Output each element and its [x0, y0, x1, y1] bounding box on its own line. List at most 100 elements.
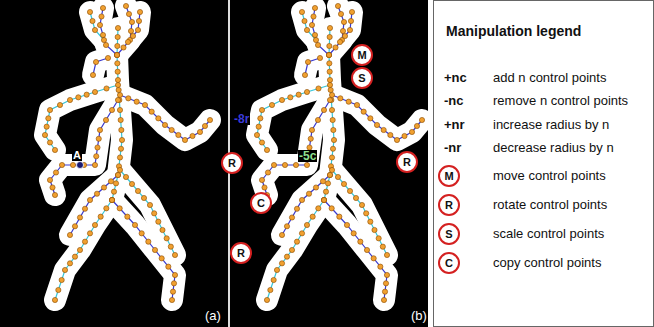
skeleton-line — [70, 175, 118, 235]
skeleton-line — [120, 170, 175, 255]
control-point — [309, 127, 314, 132]
control-point — [169, 127, 174, 132]
control-point — [164, 236, 169, 241]
control-point — [125, 39, 130, 44]
control-point — [347, 27, 352, 32]
control-point — [259, 177, 264, 182]
control-point — [72, 254, 77, 259]
control-point — [47, 177, 52, 182]
control-point — [259, 107, 264, 112]
control-point — [141, 195, 146, 200]
control-point — [137, 9, 142, 14]
control-point — [327, 82, 332, 87]
control-point — [109, 197, 114, 202]
panel-label: (a) — [205, 309, 221, 322]
control-point — [92, 27, 97, 32]
control-point — [383, 281, 388, 286]
control-point — [315, 42, 320, 47]
control-point — [304, 162, 309, 167]
control-point — [172, 272, 177, 277]
control-point — [279, 232, 284, 237]
control-point — [67, 261, 72, 266]
control-point — [98, 214, 103, 219]
control-point — [274, 267, 279, 272]
skeleton-line — [324, 28, 334, 200]
control-point — [117, 155, 122, 160]
silhouette — [70, 175, 118, 235]
control-point — [341, 181, 346, 186]
control-point — [317, 55, 322, 60]
control-point — [327, 97, 332, 102]
control-point — [103, 42, 108, 47]
control-point — [134, 99, 139, 104]
legend-box — [434, 1, 654, 327]
control-point — [111, 189, 116, 194]
control-point — [152, 211, 157, 216]
control-point — [304, 27, 309, 32]
control-point — [331, 137, 336, 142]
control-point — [304, 222, 309, 227]
skeleton-line — [324, 200, 387, 300]
control-point — [329, 155, 334, 160]
circle-letter: M — [444, 171, 453, 182]
control-point — [171, 281, 176, 286]
control-point — [142, 102, 147, 107]
skeleton-line — [305, 58, 320, 75]
manipulation-circle: R — [396, 151, 418, 173]
control-point — [326, 52, 331, 57]
control-point — [327, 77, 332, 82]
control-point — [130, 33, 135, 38]
control-point — [327, 61, 332, 66]
control-point — [92, 162, 97, 167]
skeleton-line — [50, 100, 118, 195]
control-point — [67, 97, 72, 102]
control-point — [117, 206, 122, 211]
control-point — [361, 109, 366, 114]
legend-text: remove n control points — [493, 94, 628, 107]
control-point — [115, 34, 120, 39]
control-point — [289, 215, 294, 220]
control-point — [129, 19, 134, 24]
silhouette — [120, 95, 210, 140]
control-point — [149, 109, 154, 114]
control-point — [264, 147, 269, 152]
control-point — [256, 124, 261, 129]
control-point — [344, 222, 349, 227]
control-point — [62, 267, 67, 272]
control-point — [304, 89, 309, 94]
control-point — [294, 239, 299, 244]
legend-symbol: +nr — [444, 118, 465, 131]
control-point — [126, 96, 131, 101]
control-point — [327, 43, 332, 48]
control-point — [116, 87, 121, 92]
control-point — [202, 123, 207, 128]
circle-letter: R — [237, 248, 245, 259]
control-point — [316, 206, 321, 211]
control-point — [309, 22, 314, 27]
control-point — [329, 167, 334, 172]
control-point — [115, 61, 120, 66]
control-point — [118, 146, 123, 151]
control-point — [77, 247, 82, 252]
control-point — [337, 39, 342, 44]
control-point — [123, 174, 128, 179]
point-label: A — [72, 150, 82, 161]
control-point — [182, 137, 187, 142]
control-point — [115, 69, 120, 74]
legend-symbol: +nc — [444, 71, 467, 84]
control-point — [327, 25, 332, 30]
control-point — [114, 52, 119, 57]
control-point — [99, 14, 104, 19]
control-point — [312, 32, 317, 37]
control-point — [172, 252, 177, 257]
control-point — [57, 102, 62, 107]
control-point — [50, 185, 55, 190]
control-point — [67, 232, 72, 237]
control-point — [156, 116, 161, 121]
control-point — [316, 86, 321, 91]
skeleton-line — [262, 100, 330, 195]
manipulation-circle: R — [221, 152, 243, 174]
control-point — [384, 252, 389, 257]
control-point — [293, 162, 298, 167]
